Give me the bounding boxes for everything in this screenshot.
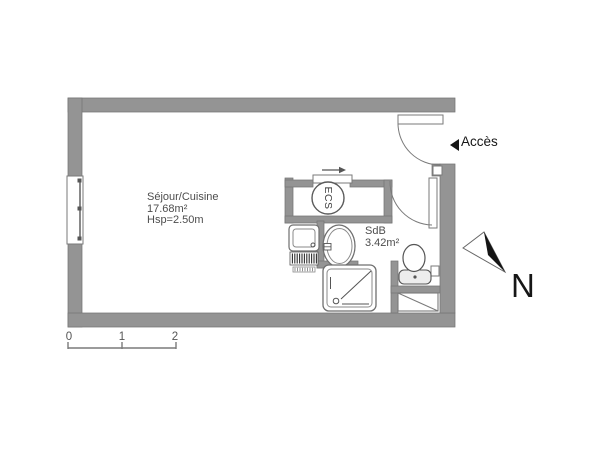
- scale-tick-label-1: 1: [118, 331, 126, 343]
- shower-inner: [326, 268, 373, 308]
- wc-back-wall: [390, 285, 441, 294]
- kitchen-sink-basin: [292, 228, 316, 248]
- north-needle-filled: [484, 232, 505, 272]
- north-label: N: [511, 267, 535, 304]
- entry-door-jamb: [432, 165, 443, 176]
- water-heater-circle: [311, 181, 345, 215]
- entry-door-leaf: [397, 114, 444, 125]
- access-label: Accès: [461, 134, 498, 149]
- sink-drainer-lower-ribs: [294, 267, 313, 272]
- shower-drain: [332, 297, 340, 305]
- closet: ECS: [311, 166, 353, 215]
- toilet-flush-dot: [413, 275, 417, 279]
- sdb-room-label: SdB 3.42m²: [365, 225, 400, 249]
- north-needle-outline: [462, 231, 507, 274]
- bathroom-door-jamb: [430, 265, 440, 277]
- scale-tick-label-0: 0: [65, 331, 73, 343]
- entry-door-swing-arc: [397, 123, 441, 166]
- scale-bar: [67, 342, 177, 349]
- sink-drainer-ribs: [291, 253, 317, 264]
- window-frame: [66, 175, 84, 245]
- wall-top: [67, 97, 456, 113]
- kitchen-sink-unit: [288, 224, 320, 273]
- window-mark-top: [77, 178, 82, 183]
- scale-tick-label-2: 2: [171, 331, 179, 343]
- bathroom-door-leaf: [428, 177, 438, 229]
- ecs-label: ECS: [322, 186, 334, 209]
- window-left: [66, 175, 84, 245]
- sejour-room-name: Séjour/Cuisine: [147, 191, 219, 203]
- sliding-direction-arrow-icon: [339, 166, 346, 174]
- technical-duct: [397, 292, 439, 312]
- scale-bar-ticks: [67, 342, 177, 349]
- toilet: [398, 243, 432, 285]
- sdb-room-area: 3.42m²: [365, 236, 400, 249]
- toilet-bowl: [402, 243, 426, 273]
- sdb-room-name: SdB: [365, 225, 386, 237]
- sejour-room-label: Séjour/Cuisine 17.68m² Hsp=2.50m: [147, 191, 219, 227]
- technical-duct-diagonal: [397, 292, 439, 312]
- north-arrow-icon: [462, 231, 507, 274]
- wall-right: [439, 163, 456, 314]
- entry-door: [397, 114, 444, 176]
- window-mark-middle: [77, 206, 82, 211]
- washbasin: [322, 224, 356, 268]
- wall-bottom: [67, 312, 456, 328]
- closet-wall-top-left: [284, 179, 314, 188]
- closet-wall-bottom: [284, 215, 393, 224]
- sink-drainer-lower-strip: [292, 266, 316, 273]
- window-mark-bottom: [77, 236, 82, 241]
- shower-tray: [322, 264, 377, 312]
- bathroom-door: [389, 177, 440, 277]
- bathroom-door-swing-arc: [389, 180, 433, 226]
- closet-sliding-door: [312, 174, 353, 184]
- shower-diagonal-line: [340, 270, 372, 300]
- outer-walls: [67, 97, 456, 328]
- sejour-room-area: 17.68m²: [147, 202, 188, 215]
- access-arrow-icon: [450, 139, 459, 151]
- sejour-ceiling-height: Hsp=2.50m: [147, 214, 204, 227]
- wall-left-upper: [67, 97, 83, 177]
- kitchen-sink-drain: [310, 242, 316, 248]
